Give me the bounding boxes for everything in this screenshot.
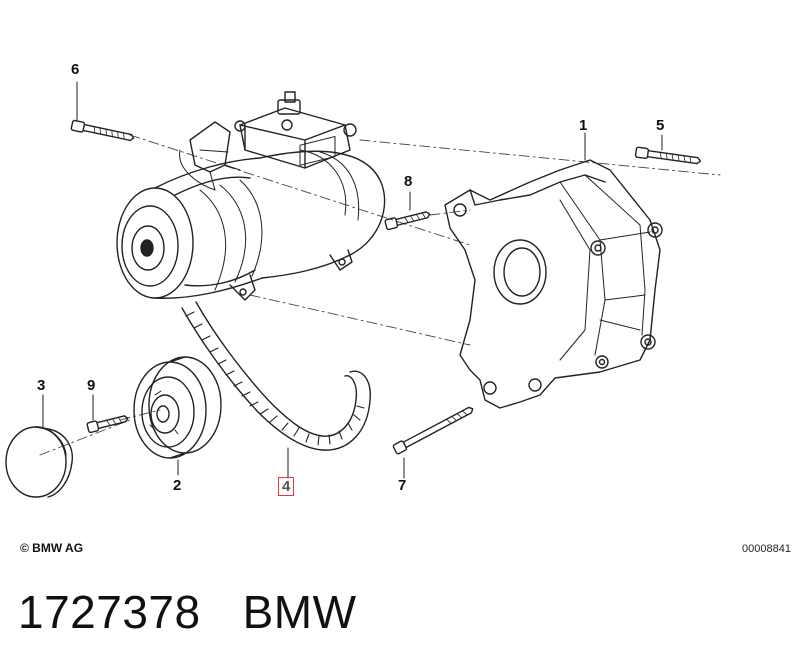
bolt-5 — [634, 146, 702, 165]
callout-4-highlighted[interactable]: 4 — [278, 477, 295, 496]
callout-5: 5 — [656, 117, 665, 134]
part-caption: 1727378 BMW — [18, 585, 399, 639]
mounting-bracket-1 — [444, 159, 663, 409]
leader-lines — [42, 81, 663, 479]
alignment-axes — [39, 134, 721, 456]
drawing-number: 00008841 — [742, 543, 791, 555]
callout-3: 3 — [37, 377, 46, 394]
callout-2: 2 — [173, 477, 182, 494]
tensioner-pulley-2 — [133, 356, 222, 459]
brand-name: BMW — [242, 586, 357, 638]
cap-3 — [5, 426, 73, 498]
callout-6: 6 — [71, 61, 80, 78]
callout-9: 9 — [87, 377, 96, 394]
bolt-9 — [86, 415, 129, 434]
exploded-parts-diagram — [5, 81, 721, 498]
callout-1: 1 — [579, 117, 588, 134]
bolt-8 — [384, 211, 431, 231]
bolt-7 — [392, 406, 474, 455]
bolt-6 — [70, 119, 135, 142]
part-number: 1727378 — [18, 586, 201, 638]
callout-8: 8 — [404, 173, 413, 190]
copyright-label: © BMW AG — [20, 541, 84, 555]
ac-compressor — [116, 91, 386, 301]
callout-7: 7 — [398, 477, 407, 494]
toothed-belt-4 — [181, 301, 371, 451]
